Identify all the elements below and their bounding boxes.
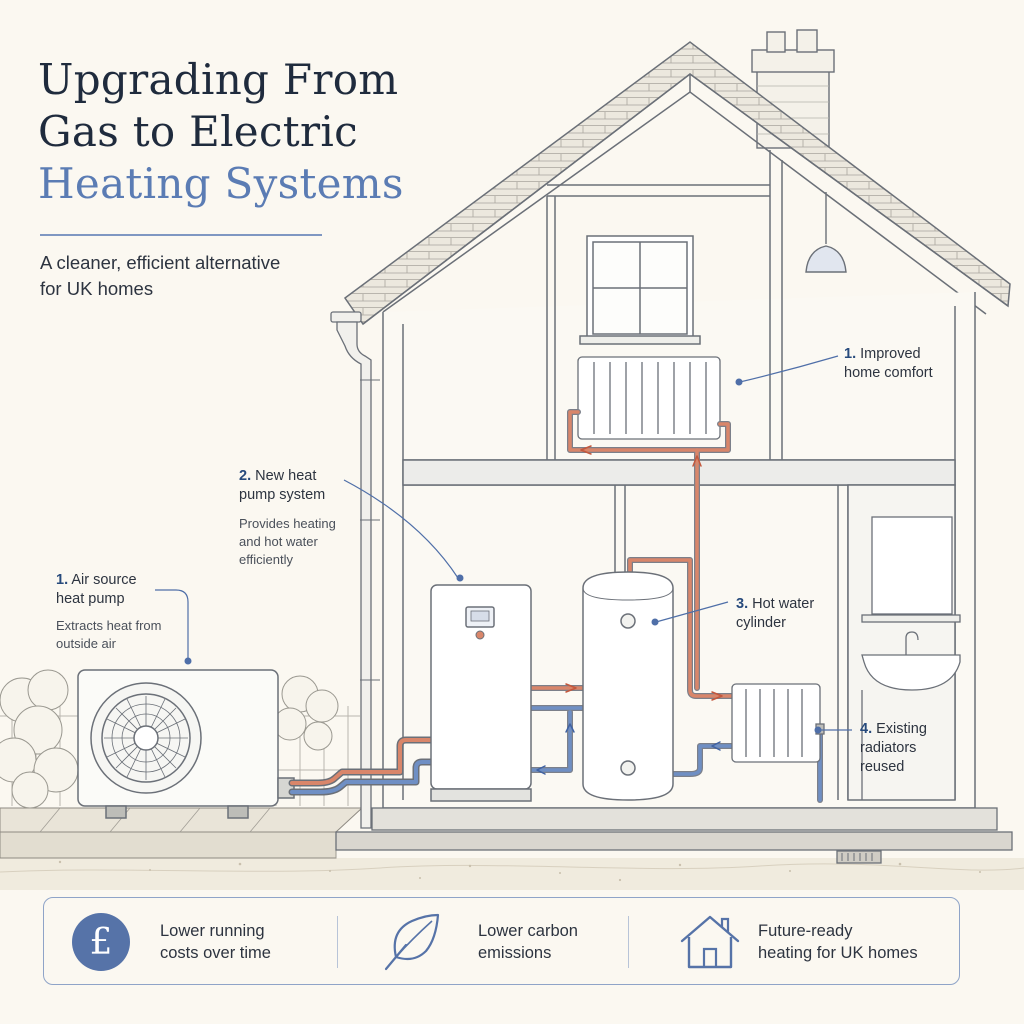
benefit-label: Lower running costs over time	[160, 920, 271, 964]
benefit-running-costs: £ Lower running costs over time	[72, 898, 271, 986]
upstairs-window	[579, 235, 701, 345]
callout-hot-water-cylinder: 3. Hot water cylinder	[736, 595, 814, 633]
callout-title-3: reused	[860, 759, 905, 775]
hot-water-cylinder	[582, 571, 674, 801]
callout-dots	[184, 378, 822, 734]
downpipe	[330, 311, 380, 829]
callout-leaders	[155, 355, 852, 731]
callout-existing-radiators: 4. Existing radiators reused	[860, 720, 927, 777]
callout-description: Provides heating and hot water efficient…	[239, 515, 336, 569]
callout-number: 2.	[239, 468, 252, 484]
ground	[0, 858, 1024, 890]
callout-title-2: home comfort	[844, 365, 933, 381]
roof	[343, 41, 1011, 326]
callout-desc-line: Extracts heat from	[56, 618, 162, 633]
benefit-line: Lower running	[160, 922, 265, 940]
indoor-pipes	[527, 409, 823, 803]
benefit-line: heating for UK homes	[758, 944, 918, 962]
title-line-2: Gas to Electric	[38, 107, 358, 156]
title-line-3: Heating Systems	[38, 159, 404, 208]
callout-title: New heat	[255, 468, 317, 484]
subtitle-line-2: for UK homes	[40, 278, 154, 299]
callout-title: Hot water	[752, 596, 815, 612]
upstairs-radiator	[577, 356, 721, 440]
callout-heat-pump-system: 2. New heat pump system Provides heating…	[239, 467, 336, 569]
callout-number: 4.	[860, 721, 873, 737]
callout-desc-line: Provides heating	[239, 516, 336, 531]
callout-description: Extracts heat from outside air	[56, 617, 161, 653]
benefit-divider	[337, 916, 338, 968]
benefit-line: Future-ready	[758, 922, 853, 940]
benefits-panel: £ Lower running costs over time Lower ca…	[43, 897, 960, 985]
callout-desc-line: outside air	[56, 636, 116, 651]
callout-title-2: cylinder	[736, 615, 786, 631]
foundation	[335, 807, 1013, 864]
leaf-icon	[384, 913, 440, 971]
callout-number: 3.	[736, 596, 749, 612]
callout-title-2: heat pump	[56, 591, 125, 607]
benefit-label: Lower carbon emissions	[478, 920, 578, 964]
subtitle: A cleaner, efficient alternative for UK …	[40, 250, 340, 302]
callout-title: Improved	[860, 346, 921, 362]
benefit-carbon: Lower carbon emissions	[382, 898, 578, 986]
right-shrub	[273, 675, 339, 751]
left-shrub	[0, 669, 79, 809]
callout-title-2: pump system	[239, 487, 326, 503]
outdoor-pipes	[288, 736, 436, 796]
pound-coin-icon: £	[72, 913, 130, 971]
bathroom-fixtures	[861, 516, 961, 800]
benefit-line: emissions	[478, 944, 552, 962]
title-line-1: Upgrading From	[38, 55, 399, 104]
callout-number: 1.	[844, 346, 857, 362]
callout-improved-comfort: 1. Improved home comfort	[844, 345, 933, 383]
patio	[0, 807, 364, 859]
benefit-future-ready: Future-ready heating for UK homes	[678, 898, 918, 986]
callout-title: Existing	[876, 721, 927, 737]
benefit-divider	[628, 916, 629, 968]
callout-desc-line: efficiently	[239, 552, 293, 567]
page-title: Upgrading From Gas to Electric Heating S…	[38, 54, 404, 210]
heat-pump-unit	[430, 584, 532, 802]
benefit-line: Lower carbon	[478, 922, 578, 940]
air-source-heat-pump	[77, 669, 295, 819]
callout-title: Air source	[71, 572, 137, 588]
benefit-line: costs over time	[160, 944, 271, 962]
callout-desc-line: and hot water	[239, 534, 318, 549]
subtitle-line-1: A cleaner, efficient alternative	[40, 252, 281, 273]
ceiling-lamp	[805, 192, 847, 273]
house-icon	[680, 915, 740, 969]
downstairs-radiator	[731, 683, 825, 763]
benefit-label: Future-ready heating for UK homes	[758, 920, 918, 964]
title-divider	[40, 234, 322, 236]
callout-air-source-heat-pump: 1. Air source heat pump Extracts heat fr…	[56, 571, 161, 653]
callout-title-2: radiators	[860, 740, 917, 756]
callout-number: 1.	[56, 572, 69, 588]
